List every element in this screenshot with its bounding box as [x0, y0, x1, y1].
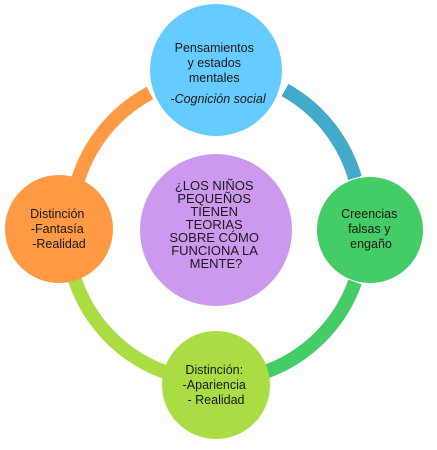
center-question-circle [140, 154, 292, 306]
node-line: -Realidad [32, 237, 86, 251]
node-false-beliefs [317, 177, 423, 283]
node-line: -Apariencia [183, 378, 246, 392]
ring-arc-right-bottom [262, 279, 362, 379]
node-fantasy-reality-text: Distinción -Fantasía -Realidad [30, 207, 88, 251]
node-subtitle: -Cognición social [170, 92, 266, 106]
node-line: Pensamientos [175, 41, 254, 55]
node-line: Distinción [30, 207, 84, 221]
node-fantasy-reality [5, 175, 113, 283]
node-appearance-reality [162, 331, 270, 439]
ring-arc-bottom-left [68, 277, 168, 379]
center-question-text: ¿LOS NIÑOS PEQUEÑOS TIENEN TEORIAS SOBRE… [169, 178, 262, 271]
ring-arc-top-right [281, 83, 362, 181]
node-false-beliefs-text: Creencias falsas y engaño [341, 207, 401, 251]
center-line: FUNCIONA LA [171, 243, 258, 258]
node-thoughts-mental-states [150, 4, 282, 136]
node-line: -Fantasía [31, 222, 84, 236]
center-line: MENTE? [190, 256, 243, 271]
node-line: mentales [189, 71, 240, 85]
center-line: TEORIAS [186, 217, 243, 232]
center-line: SOBRE CÓMO [169, 230, 259, 245]
node-line: - Realidad [188, 393, 245, 407]
node-line: y estados [188, 56, 242, 70]
node-appearance-reality-text: Distinción: -Apariencia - Realidad [183, 363, 250, 407]
node-line: falsas y [348, 222, 391, 236]
node-line: Creencias [341, 207, 397, 221]
center-line: TIENEN [190, 204, 238, 219]
node-line: Distinción: [185, 363, 243, 377]
node-line: engaño [350, 237, 392, 251]
center-line: PEQUEÑOS [177, 191, 251, 206]
node-thoughts-text: Pensamientos y estados mentales -Cognici… [170, 41, 266, 106]
ring-arc-left-top [71, 86, 154, 183]
center-line: ¿LOS NIÑOS [175, 178, 254, 193]
